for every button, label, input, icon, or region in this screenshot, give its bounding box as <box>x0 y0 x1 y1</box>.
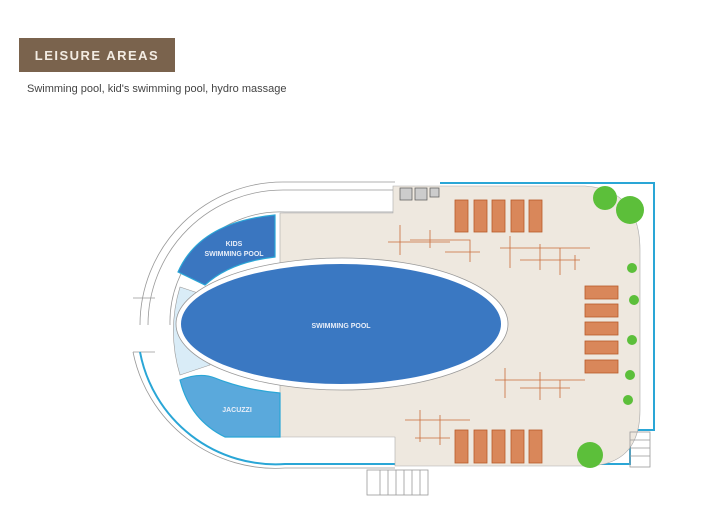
jacuzzi-label: JACUZZI <box>222 407 252 414</box>
jacuzzi <box>179 374 281 438</box>
section-title: LEISURE AREAS <box>19 38 175 72</box>
main-pool <box>181 264 501 384</box>
palm-trees <box>577 186 644 468</box>
section-subtitle: Swimming pool, kid's swimming pool, hydr… <box>27 83 287 95</box>
kids-pool-label-2: SWIMMING POOL <box>204 251 264 258</box>
main-pool-label: SWIMMING POOL <box>311 323 371 330</box>
stairs <box>366 431 651 496</box>
storage-boxes <box>399 187 440 201</box>
kids-pool <box>177 214 276 286</box>
sun-loungers <box>454 199 619 464</box>
kids-pool-label-1: KIDS <box>226 241 243 248</box>
deck-pattern <box>388 225 590 445</box>
